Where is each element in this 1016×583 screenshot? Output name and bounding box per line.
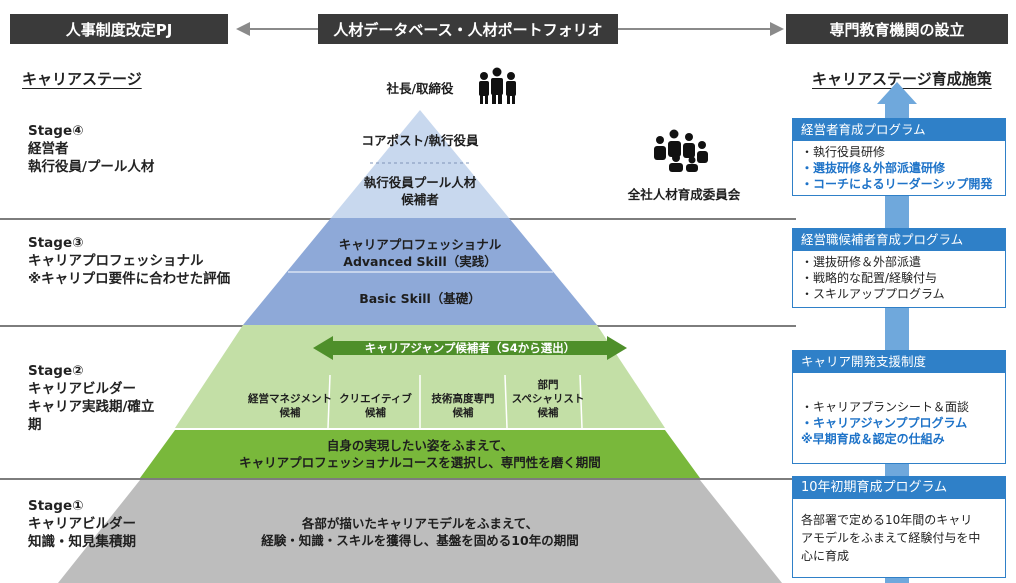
basic-skill-label: Basic Skill（基礎）	[359, 291, 481, 306]
track-technical-line1: 技術高度専門	[431, 393, 495, 405]
stage-separator-3	[0, 478, 796, 480]
program-title-candidate: 経営職候補者育成プログラム	[793, 229, 1005, 251]
program-item: ・執行役員研修	[801, 145, 886, 159]
band-text: 自身の実現したい姿をふまえて、 キャリアプロフェッショナルコースを選択し、専門性…	[190, 437, 650, 471]
pyramid-top-section	[331, 110, 509, 218]
track-divider-4	[579, 374, 583, 429]
program-item: ・キャリアプランシート＆面談	[801, 400, 970, 414]
committee-label: 全社人材育成委員会	[627, 187, 741, 202]
program-item: ・スキルアッププログラム	[801, 287, 945, 301]
committee-icon	[654, 129, 708, 172]
arrow-left-icon	[236, 22, 250, 36]
stage4-role: 経営者	[28, 141, 69, 157]
stage3-text: Stage③ キャリアプロフェッショナル ※キャリプロ要件に合わせた評価	[28, 234, 230, 288]
track-specialist-line2: スペシャリスト	[511, 393, 585, 405]
header-center-label: 人材データベース・人材ポートフォリオ	[333, 20, 603, 39]
stage3-role: キャリアプロフェッショナル	[28, 253, 204, 269]
arrow-right-icon	[770, 22, 784, 36]
track-specialist-line3: 候補	[537, 407, 559, 419]
career-jump-arrow	[313, 336, 627, 360]
program-item: 各部署で定める10年間のキャリ	[801, 513, 973, 527]
track-divider-1	[327, 374, 331, 429]
connector-line-right	[618, 28, 772, 30]
band-line1: 自身の実現したい姿をふまえて、	[326, 438, 514, 453]
track-creative-line2: 候補	[365, 407, 386, 419]
program-item: ※早期育成＆認定の仕組み	[801, 432, 945, 446]
program-box-executive: 経営者育成プログラム ・執行役員研修 ・選抜研修＆外部派遣研修 ・コーチによるリ…	[792, 118, 1006, 196]
career-jump-label: キャリアジャンプ候補者（S4から選出）	[364, 341, 576, 355]
track-technical-line2: 候補	[452, 407, 474, 419]
ceo-label: 社長/取締役	[386, 81, 454, 96]
track-specialist-line1: 部門	[537, 379, 559, 391]
measures-heading: キャリアステージ育成施策	[812, 70, 992, 88]
executives-icon	[479, 67, 516, 104]
connector-line-left	[248, 28, 318, 30]
header-right-box: 専門教育機関の設立	[786, 14, 1008, 44]
stage4-name: Stage④	[28, 123, 84, 139]
program-item: 心に育成	[801, 549, 850, 563]
stage1-name: Stage①	[28, 498, 84, 514]
stage1-desc: 知識・知見集積期	[28, 534, 136, 550]
stage1-text: Stage① キャリアビルダー 知識・知見集積期	[28, 497, 136, 551]
career-stage-heading: キャリアステージ	[22, 70, 142, 88]
track-creative-line1: クリエイティブ	[339, 393, 412, 405]
program-title-initial: 10年初期育成プログラム	[793, 477, 1005, 499]
track-management-line1: 経営マネジメント	[248, 393, 332, 405]
header-right-label: 専門教育機関の設立	[829, 20, 965, 39]
program-item: ・キャリアジャンププログラム	[801, 416, 968, 430]
program-item: ・選抜研修＆外部派遣研修	[801, 161, 946, 175]
stage3-name: Stage③	[28, 235, 84, 251]
stage2-text: Stage② キャリアビルダー キャリア実践期/確立 期	[28, 362, 154, 434]
core-post-label: コアポスト/執行役員	[361, 133, 479, 148]
pool-label-line2: 候補者	[401, 192, 439, 207]
base-line1: 各部が描いたキャリアモデルをふまえて、	[301, 516, 539, 531]
header-center-box: 人材データベース・人材ポートフォリオ	[318, 14, 618, 44]
stage2-role: キャリアビルダー	[28, 381, 136, 397]
track-specialist: 部門 スペシャリスト 候補	[507, 378, 589, 420]
program-item: ・コーチによるリーダーシップ開発	[801, 177, 993, 191]
career-pyramid	[58, 67, 782, 583]
band-line2: キャリアプロフェッショナルコースを選択し、専門性を磨く期間	[239, 455, 601, 470]
program-box-career-support: キャリア開発支援制度 ・キャリアプランシート＆面談 ・キャリアジャンププログラム…	[792, 350, 1006, 464]
track-management: 経営マネジメント 候補	[245, 392, 335, 420]
program-item: ・戦略的な配置/経験付与	[801, 271, 938, 285]
pyramid-green-band	[140, 430, 700, 478]
stage4-text: Stage④ 経営者 執行役員/プール人材	[28, 122, 154, 176]
track-creative: クリエイティブ 候補	[333, 392, 418, 420]
program-box-initial: 10年初期育成プログラム 各部署で定める10年間のキャリ アモデルをふまえて経験…	[792, 476, 1006, 578]
stage2-desc-cont: 期	[28, 417, 42, 433]
program-title-career-support: キャリア開発支援制度	[793, 351, 1005, 373]
career-pro-label: キャリアプロフェッショナル Advanced Skill（実践）	[320, 236, 520, 270]
stage2-name: Stage②	[28, 363, 84, 379]
base-line2: 経験・知識・スキルを獲得し、基盤を固める10年の期間	[261, 533, 579, 548]
stage2-desc: キャリア実践期/確立	[28, 399, 155, 415]
header-left-label: 人事制度改定PJ	[65, 20, 173, 39]
base-text: 各部が描いたキャリアモデルをふまえて、 経験・知識・スキルを獲得し、基盤を固める…	[190, 515, 650, 549]
program-item: アモデルをふまえて経験付与を中	[801, 531, 981, 545]
career-pro-line2: Advanced Skill（実践）	[343, 254, 497, 269]
program-title-executive: 経営者育成プログラム	[793, 119, 1005, 141]
stage4-desc: 執行役員/プール人材	[28, 159, 155, 175]
header-left-box: 人事制度改定PJ	[10, 14, 228, 44]
track-divider-3	[504, 374, 508, 429]
stage3-desc: ※キャリプロ要件に合わせた評価	[28, 271, 231, 287]
program-box-candidate: 経営職候補者育成プログラム ・選抜研修＆外部派遣 ・戦略的な配置/経験付与 ・ス…	[792, 228, 1006, 308]
program-item: ・選抜研修＆外部派遣	[801, 255, 922, 269]
track-management-line2: 候補	[279, 407, 301, 419]
career-pro-line1: キャリアプロフェッショナル	[338, 237, 502, 252]
pool-label: 執行役員プール人材 候補者	[345, 174, 495, 208]
pyramid-base-section	[58, 480, 782, 583]
stage1-role: キャリアビルダー	[28, 516, 136, 532]
track-technical: 技術高度専門 候補	[422, 392, 504, 420]
pool-label-line1: 執行役員プール人材	[363, 175, 477, 190]
